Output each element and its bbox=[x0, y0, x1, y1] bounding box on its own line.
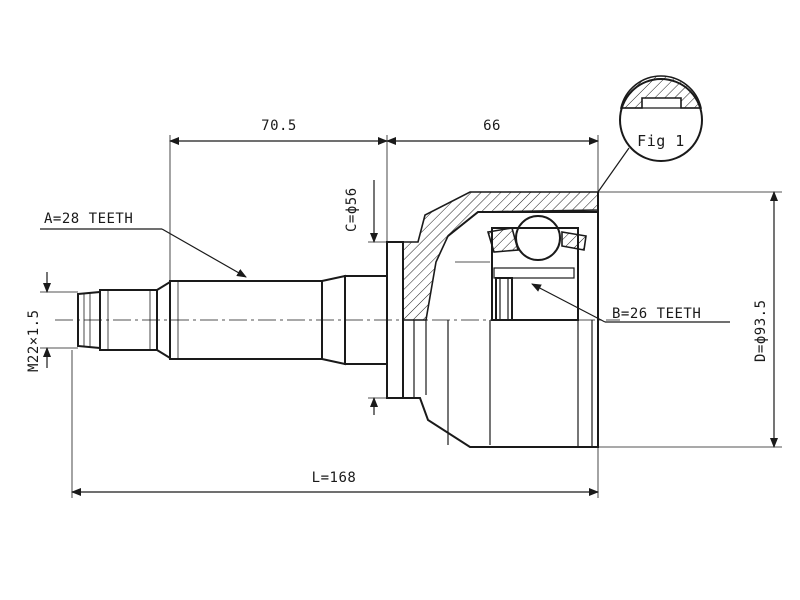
fig1-label: Fig 1 bbox=[637, 132, 685, 150]
dim-collar-diameter-label: C=ϕ56 bbox=[344, 187, 360, 232]
dim-thread: M22×1.5 bbox=[26, 272, 78, 372]
dim-66-label: 66 bbox=[483, 118, 501, 134]
dim-thread-label: M22×1.5 bbox=[26, 309, 42, 372]
dim-total-length: L=168 bbox=[71, 350, 599, 498]
fig1-detail: Fig 1 bbox=[597, 75, 703, 193]
outer-housing bbox=[402, 191, 599, 448]
callout-outer-spline-label: A=28 TEETH bbox=[44, 211, 133, 227]
dim-66: 66 bbox=[386, 118, 599, 192]
callout-outer-spline: A=28 TEETH bbox=[40, 211, 247, 278]
dim-70-5-label: 70.5 bbox=[261, 118, 297, 134]
inner-race bbox=[455, 215, 587, 321]
callout-inner-spline: B=26 TEETH bbox=[531, 283, 730, 323]
dim-outer-diameter-label: D=ϕ93.5 bbox=[753, 299, 769, 362]
dim-collar-diameter: C=ϕ56 bbox=[344, 180, 387, 415]
dim-outer-diameter: D=ϕ93.5 bbox=[598, 191, 782, 448]
dim-total-length-label: L=168 bbox=[312, 470, 357, 486]
dim-70-5: 70.5 bbox=[169, 118, 388, 282]
threaded-end bbox=[77, 280, 171, 360]
callout-inner-spline-label: B=26 TEETH bbox=[612, 306, 701, 322]
